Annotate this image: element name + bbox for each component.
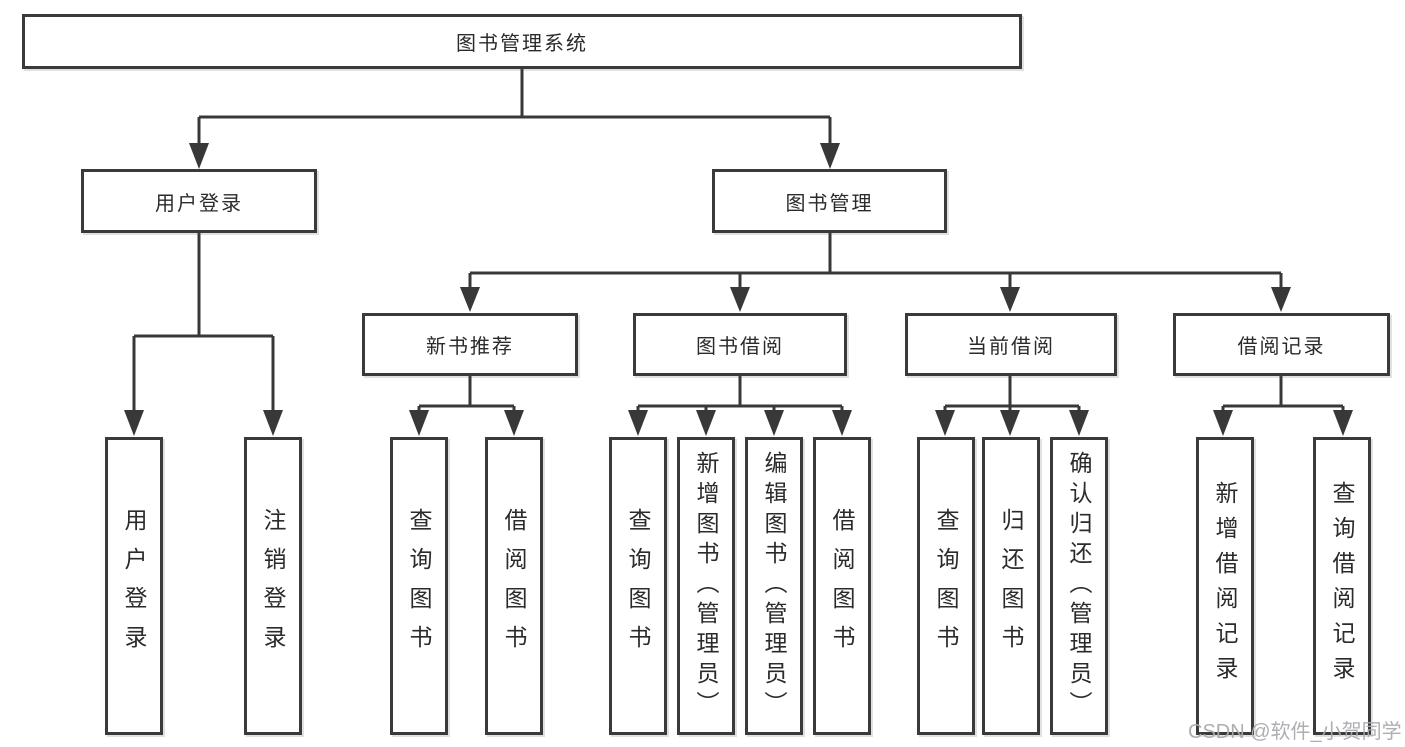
- leaf-query-books-borrowing: 查询图书: [609, 437, 667, 735]
- node-label: 图书借阅: [696, 336, 784, 358]
- node-label: 新增图书（管理员）: [693, 451, 719, 721]
- node-label: 查询图书: [406, 508, 432, 664]
- leaf-confirm-return-admin: 确认归还（管理员）: [1050, 437, 1108, 735]
- node-label: 编辑图书（管理员）: [761, 451, 787, 721]
- node-new-book-recommendation: 新书推荐: [362, 313, 578, 376]
- node-book-borrowing: 图书借阅: [633, 313, 847, 376]
- leaf-borrow-books-recommend: 借阅图书: [485, 437, 543, 735]
- node-book-management-branch: 图书管理: [712, 169, 947, 233]
- leaf-add-books-admin: 新增图书（管理员）: [677, 437, 735, 735]
- leaf-query-borrow-record: 查询借阅记录: [1313, 437, 1371, 735]
- node-label: 借阅图书: [829, 508, 855, 664]
- node-label: 新书推荐: [426, 336, 514, 358]
- node-label: 图书管理系统: [456, 33, 588, 55]
- node-label: 注销登录: [260, 508, 286, 664]
- leaf-edit-books-admin: 编辑图书（管理员）: [745, 437, 803, 735]
- leaf-borrow-books: 借阅图书: [813, 437, 871, 735]
- node-label: 查询图书: [933, 508, 959, 664]
- node-book-management-system: 图书管理系统: [22, 14, 1022, 69]
- leaf-return-books: 归还图书: [982, 437, 1040, 735]
- node-label: 确认归还（管理员）: [1066, 451, 1092, 721]
- leaf-query-books-current: 查询图书: [917, 437, 975, 735]
- node-label: 查询借阅记录: [1329, 481, 1355, 691]
- leaf-query-books-recommend: 查询图书: [390, 437, 448, 735]
- node-user-login-branch: 用户登录: [81, 169, 317, 233]
- leaf-add-borrow-record: 新增借阅记录: [1196, 437, 1254, 735]
- node-label: 借阅记录: [1237, 336, 1326, 358]
- node-label: 用户登录: [155, 192, 243, 215]
- node-label: 当前借阅: [967, 336, 1055, 358]
- leaf-user-login: 用户登录: [105, 437, 163, 735]
- node-label: 借阅图书: [501, 508, 527, 664]
- leaf-logout: 注销登录: [244, 437, 302, 735]
- node-label: 用户登录: [121, 508, 147, 664]
- node-label: 查询图书: [625, 508, 651, 664]
- node-borrowing-records: 借阅记录: [1173, 313, 1390, 376]
- node-current-borrowing: 当前借阅: [905, 313, 1117, 376]
- node-label: 归还图书: [998, 508, 1024, 664]
- node-label: 新增借阅记录: [1212, 481, 1238, 691]
- node-label: 图书管理: [785, 192, 874, 215]
- csdn-watermark: CSDN @软件_小贺同学: [1188, 721, 1402, 743]
